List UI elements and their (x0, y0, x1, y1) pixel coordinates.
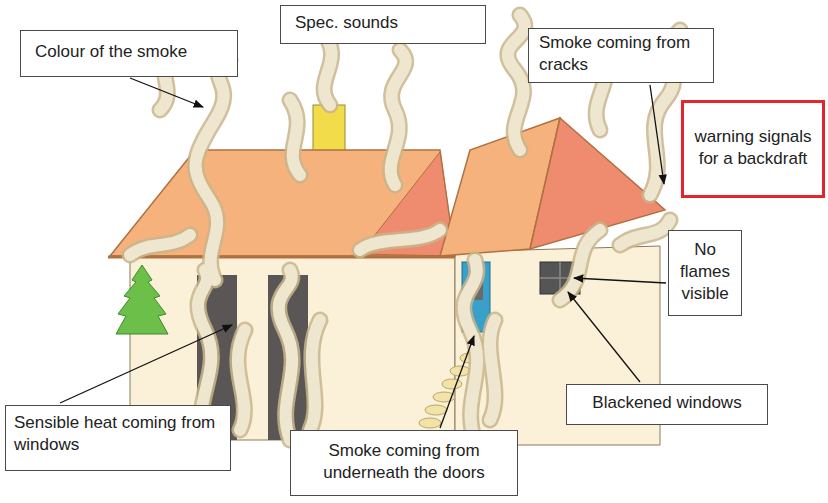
callout-label: Smoke coming from cracks (539, 32, 703, 76)
stone-path (419, 418, 441, 428)
leader-lines (60, 78, 666, 428)
warning-box: warning signals for a backdraft (681, 100, 825, 198)
callout-label: Colour of the smoke (35, 41, 223, 63)
leader-arrow (440, 336, 474, 428)
callout-box: Smoke coming from cracks (528, 28, 714, 83)
callout-box: Spec. sounds (280, 5, 486, 44)
callout-label: warning signals for a backdraft (690, 126, 816, 170)
callout-box: Smoke coming from underneath the doors (290, 430, 518, 496)
leader-arrow (568, 292, 640, 382)
leader-arrow (60, 325, 232, 403)
callout-box: Blackened windows (566, 384, 768, 425)
callout-box: Colour of the smoke (20, 30, 238, 77)
leader-arrow (650, 85, 664, 184)
callout-box: Sensible heat coming from windows (5, 405, 231, 471)
stone-path (425, 405, 447, 415)
callout-label: Spec. sounds (295, 12, 471, 34)
callout-label: Blackened windows (577, 392, 757, 414)
gutter (108, 256, 455, 259)
leader-arrow (574, 278, 666, 283)
callout-label: No flames visible (673, 239, 737, 305)
tree (116, 265, 168, 334)
leader-arrow (130, 78, 203, 107)
callout-box: No flames visible (668, 230, 742, 316)
stone-path (442, 379, 462, 389)
callout-label: Sensible heat coming from windows (14, 412, 222, 456)
callout-label: Smoke coming from underneath the doors (299, 440, 509, 484)
